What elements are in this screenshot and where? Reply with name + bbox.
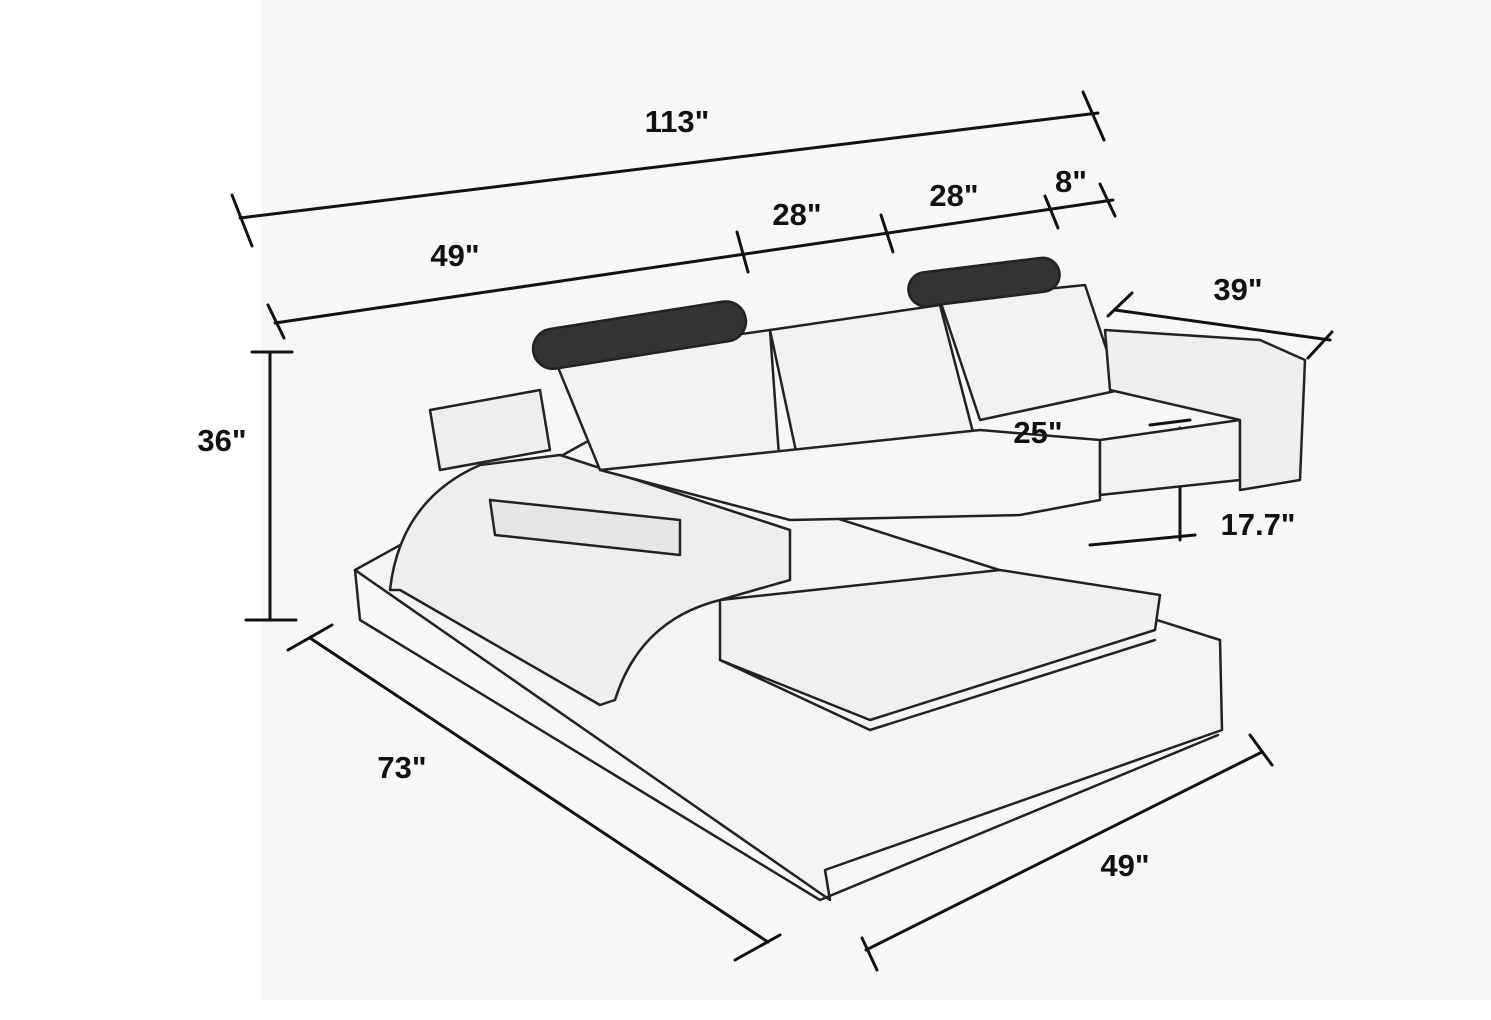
dimension-seat-height: 17.7" [1220, 507, 1296, 542]
dimension-total-width: 113" [644, 104, 710, 139]
dimension-chaise-section-width: 49" [430, 238, 480, 273]
dimension-right-depth: 39" [1213, 272, 1263, 307]
dimension-seat-depth: 25" [1013, 415, 1063, 450]
dimension-chaise-length: 73" [377, 750, 427, 785]
dimension-seat-b-width: 28" [929, 178, 979, 213]
sofa-outline [353, 256, 1307, 902]
dimension-arm-width: 8" [1055, 164, 1087, 199]
dimension-chaise-width: 49" [1100, 848, 1150, 883]
dimension-height: 36" [197, 423, 247, 458]
dimension-seat-a-width: 28" [772, 197, 822, 232]
